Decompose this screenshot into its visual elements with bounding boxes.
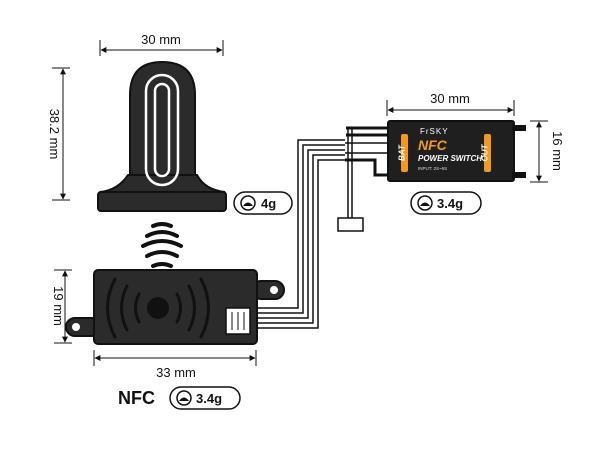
reader-antenna-waves — [106, 277, 210, 339]
switch-brand: FrSKY — [420, 127, 449, 136]
power-switch: 30 mm 16 mm BAT OUT FrSKY NFC POWER SWIT… — [386, 91, 565, 215]
switch-weight: 3.4g — [437, 196, 463, 211]
scale-icon — [417, 195, 433, 211]
tag-weight: 4g — [261, 196, 276, 211]
nfc-reader: 19 mm 33 mm — [51, 269, 285, 410]
switch-weight-badge: 3.4g — [410, 191, 482, 215]
scale-icon — [240, 195, 256, 211]
switch-side-left: BAT — [398, 144, 407, 161]
tag-width-label: 30 mm — [141, 32, 181, 47]
reader-width-dimension: 33 mm — [93, 350, 257, 380]
switch-input: INPUT: 2S~6S — [418, 166, 447, 171]
reader-height-dimension: 19 mm — [51, 269, 72, 344]
wireless-signal-icon — [141, 222, 183, 268]
tag-height-label: 38.2 mm — [47, 109, 62, 160]
scale-icon — [176, 390, 192, 406]
tag-height-dimension: 38.2 mm — [47, 67, 70, 201]
reader-height-label: 19 mm — [51, 286, 66, 326]
reader-weight-badge: 3.4g — [169, 386, 241, 410]
switch-side-right: OUT — [481, 143, 490, 161]
cable-harness — [252, 126, 390, 329]
switch-height-dimension: 16 mm — [530, 120, 565, 183]
switch-height-label: 16 mm — [550, 131, 565, 171]
nfc-tag: 30 mm 38.2 mm 4g — [47, 32, 293, 215]
switch-width-dimension: 30 mm — [386, 91, 515, 116]
tag-width-dimension: 30 mm — [99, 32, 224, 56]
reader-weight: 3.4g — [196, 391, 222, 406]
reader-width-label: 33 mm — [156, 365, 196, 380]
switch-product: NFC — [418, 137, 448, 153]
tag-body — [97, 60, 227, 212]
switch-body: BAT OUT FrSKY NFC POWER SWITCH INPUT: 2S… — [387, 120, 526, 182]
reader-antenna-center — [147, 297, 169, 319]
switch-left-strip — [401, 134, 408, 172]
switch-subtitle: POWER SWITCH — [418, 154, 482, 163]
reader-name: NFC — [118, 388, 155, 408]
tag-weight-badge: 4g — [233, 191, 293, 215]
switch-right-strip — [484, 134, 491, 172]
cable-connector — [337, 217, 364, 232]
reader-body — [65, 269, 285, 345]
switch-width-label: 30 mm — [430, 91, 470, 106]
